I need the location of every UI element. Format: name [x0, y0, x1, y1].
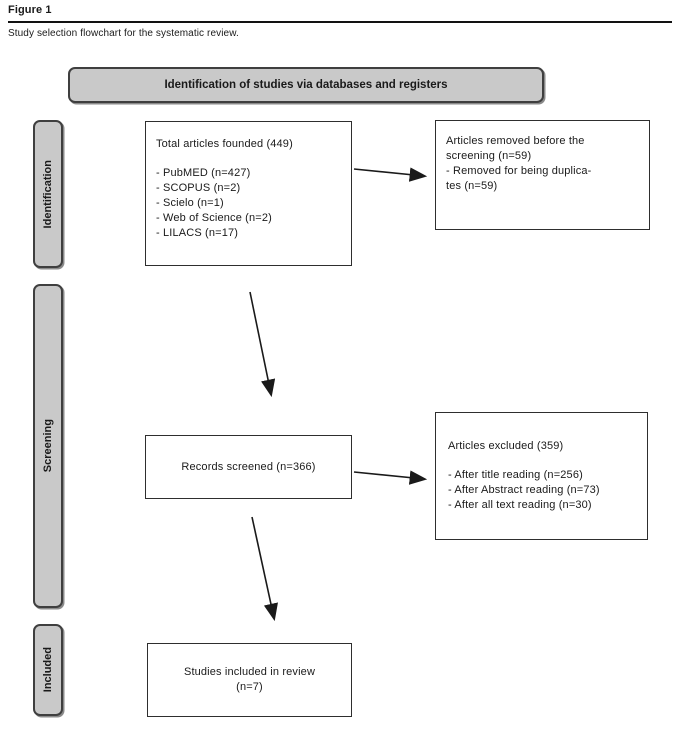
box-articles-removed-title-line1: Articles removed before the [446, 135, 585, 147]
box-total-articles: Total articles founded (449) - PubMED (n… [145, 121, 352, 266]
arrow-total-to-removed [353, 167, 428, 182]
stage-label-included-text: Included [42, 647, 54, 693]
stage-label-identification: Identification [33, 120, 63, 268]
box-articles-excluded: Articles excluded (359) - After title re… [435, 412, 648, 540]
box-articles-excluded-title: Articles excluded (359) [448, 440, 564, 452]
box-records-screened: Records screened (n=366) [145, 435, 352, 499]
db-item-pubmed: - PubMED (n=427) [156, 167, 251, 179]
removed-item-line2: tes (n=59) [446, 180, 498, 192]
figure-rule [8, 21, 672, 23]
db-item-lilacs: - LILACS (n=17) [156, 227, 239, 239]
box-records-screened-title: Records screened (n=366) [181, 460, 316, 473]
stage-label-included: Included [33, 624, 63, 716]
figure-caption: Study selection flowchart for the system… [8, 28, 239, 39]
db-item-web-of-science: - Web of Science (n=2) [156, 212, 272, 224]
box-studies-included-line2: (n=7) [236, 681, 263, 693]
arrow-records-to-included [251, 516, 278, 622]
excluded-item-all-text-reading: - After all text reading (n=30) [448, 499, 592, 511]
box-articles-removed: Articles removed before the screening (n… [435, 120, 650, 230]
removed-item-line1: - Removed for being duplica- [446, 165, 592, 177]
db-item-scopus: - SCOPUS (n=2) [156, 182, 241, 194]
box-total-articles-title: Total articles founded (449) [156, 138, 293, 150]
excluded-item-title-reading: - After title reading (n=256) [448, 469, 583, 481]
arrow-total-to-records [249, 291, 276, 398]
box-articles-removed-title-line2: screening (n=59) [446, 150, 532, 162]
stage-label-screening: Screening [33, 284, 63, 608]
banner-identification-via-databases: Identification of studies via databases … [68, 67, 544, 103]
box-studies-included-line1: Studies included in review [183, 666, 316, 678]
box-studies-included: Studies included in review (n=7) [147, 643, 352, 717]
stage-label-identification-text: Identification [42, 159, 54, 229]
excluded-item-abstract-reading: - After Abstract reading (n=73) [448, 484, 600, 496]
banner-label: Identification of studies via databases … [164, 79, 448, 91]
arrow-records-to-excluded [353, 470, 428, 485]
figure-label: Figure 1 [8, 4, 52, 16]
db-item-scielo: - Scielo (n=1) [156, 197, 224, 209]
stage-label-screening-text: Screening [42, 419, 54, 473]
